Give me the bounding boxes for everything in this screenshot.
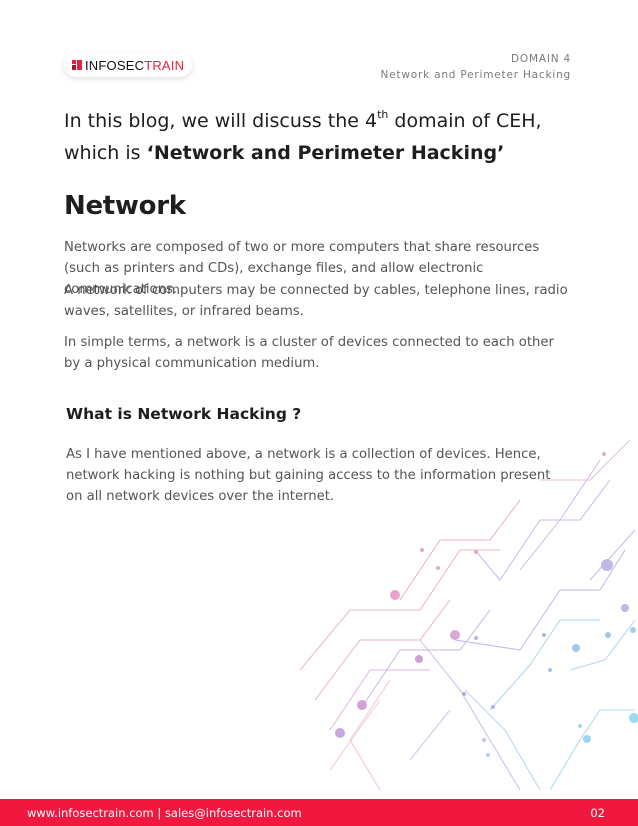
network-hacking-paragraph: As I have mentioned above, a network is …	[66, 447, 551, 504]
intro-line-2: which is ‘Network and Perimeter Hacking’	[64, 142, 505, 164]
infosectrain-logo-icon	[72, 60, 82, 70]
domain-header: DOMAIN 4 Network and Perimeter Hacking	[381, 51, 571, 83]
footer-contact-links[interactable]: www.infosectrain.com | sales@infosectrai…	[27, 805, 302, 820]
network-hacking-title: What is Network Hacking ?	[66, 405, 302, 423]
network-paragraph-2: A network of computers may be connected …	[64, 283, 568, 319]
intro-heading: In this blog, we will discuss the 4th do…	[64, 99, 584, 169]
domain-subtitle: Network and Perimeter Hacking	[380, 69, 571, 81]
network-title: Network	[64, 191, 186, 221]
domain-label: DOMAIN 4	[511, 53, 571, 65]
page-footer: www.infosectrain.com | sales@infosectrai…	[0, 799, 638, 826]
network-paragraph-1: Networks are composed of two or more com…	[64, 240, 540, 297]
page-number: 02	[590, 805, 605, 820]
intro-line-1: In this blog, we will discuss the 4th do…	[64, 108, 542, 132]
intro-emphasis: ‘Network and Perimeter Hacking’	[146, 142, 505, 164]
circuit-network-graphic	[299, 440, 638, 791]
logo-wordmark: INFOSECTRAIN	[85, 57, 185, 73]
network-paragraph-3: In simple terms, a network is a cluster …	[64, 335, 554, 371]
brand-logo: INFOSECTRAIN	[64, 53, 192, 77]
